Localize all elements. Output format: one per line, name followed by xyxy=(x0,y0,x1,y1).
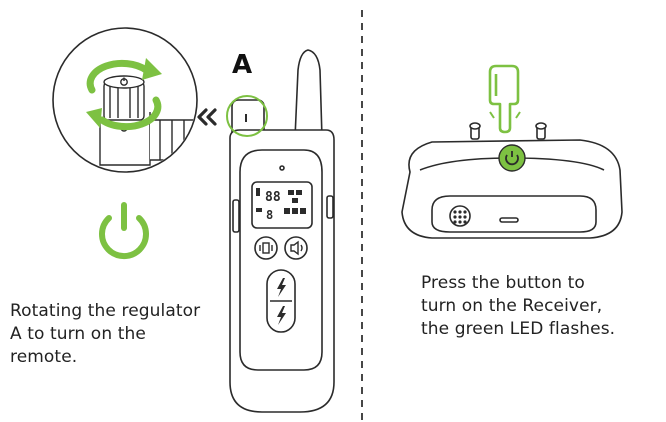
rotate-arrows-icon xyxy=(86,59,162,131)
lightning-icon xyxy=(277,278,286,325)
screen-digits-bottom: 8 xyxy=(266,208,273,222)
receiver xyxy=(401,122,623,239)
caption-left: Rotating the regulator A to turn on the … xyxy=(10,301,201,367)
remote-controller xyxy=(229,49,335,413)
speaker-grille xyxy=(453,210,467,224)
receiver-power-button xyxy=(498,144,526,172)
remote-screen: 88 8 xyxy=(256,188,306,222)
sound-icon xyxy=(290,240,303,256)
pointing-hand-icon xyxy=(488,64,520,134)
caption-right: Press the button to turn on the Receiver… xyxy=(421,273,616,339)
regulator-zoom-circle xyxy=(52,27,198,173)
screen-digits-top: 88 xyxy=(265,190,281,205)
regulator-label: A xyxy=(232,50,253,80)
press-motion-lines xyxy=(489,111,521,119)
regulator-highlight xyxy=(226,95,268,137)
vibrate-icon xyxy=(259,242,273,254)
power-icon xyxy=(99,202,149,260)
double-chevron-left-icon xyxy=(197,108,217,126)
